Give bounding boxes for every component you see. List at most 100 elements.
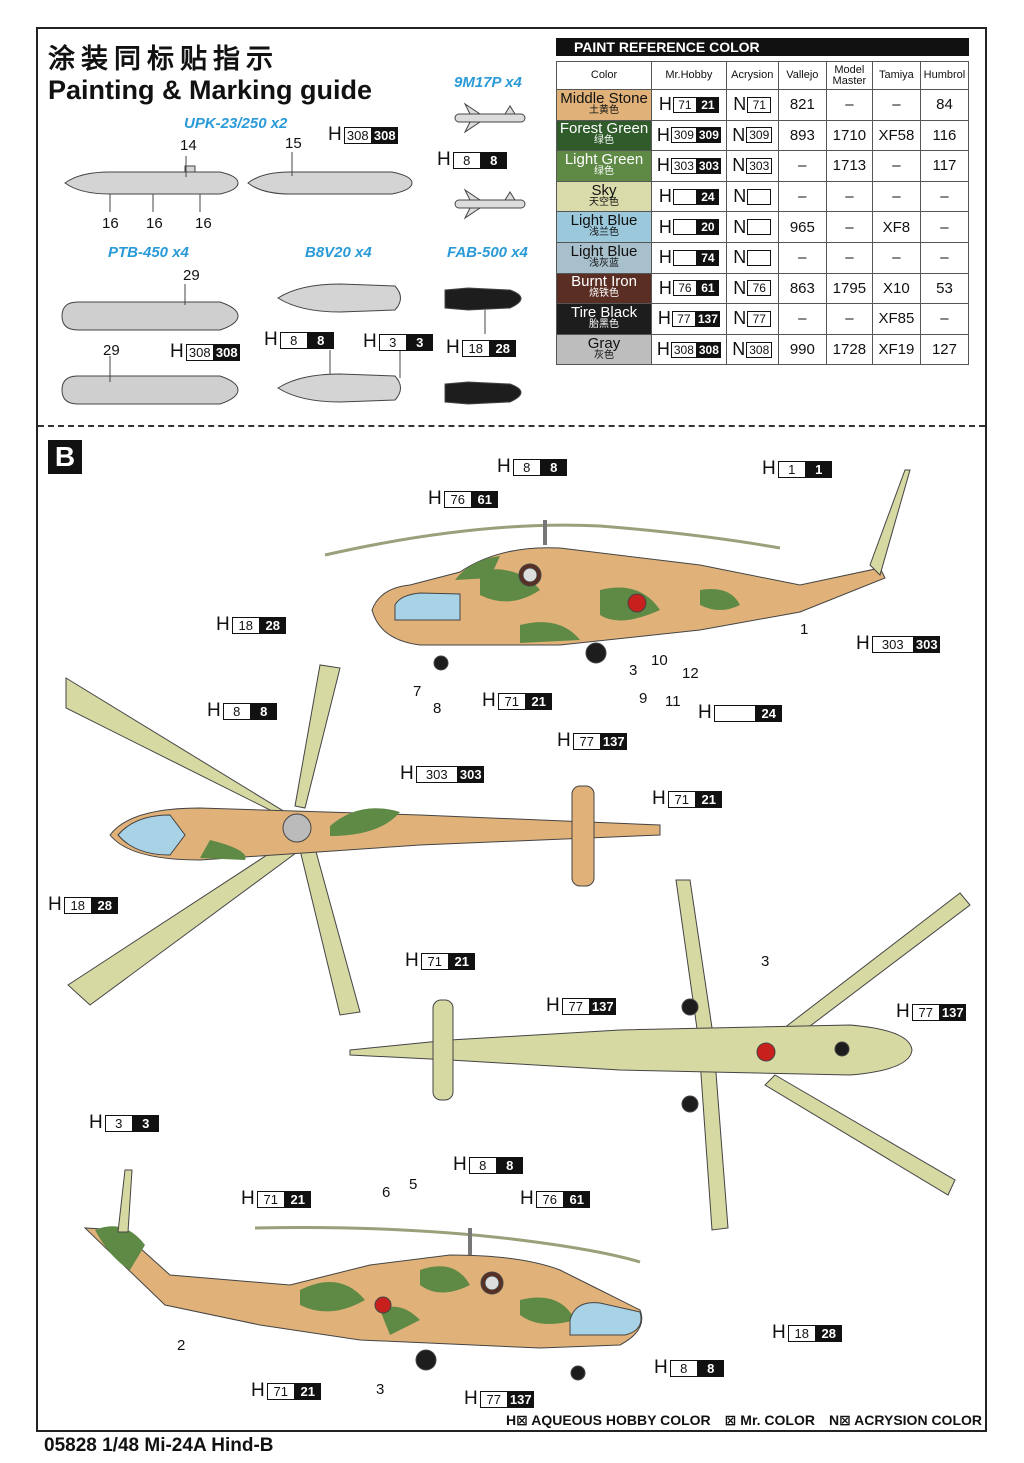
label-upk: UPK-23/250 x2	[184, 115, 288, 132]
part-number: 10	[651, 652, 668, 669]
paint-table-title: PAINT REFERENCE COLOR	[556, 38, 969, 56]
weapon-num: 29	[103, 342, 120, 359]
part-number: 3	[629, 662, 638, 679]
humbrol-cell: 84	[919, 89, 970, 121]
col-header: Model Master	[825, 61, 873, 90]
weapon-num: 16	[146, 215, 163, 232]
part-number: 2	[177, 1337, 186, 1354]
weapon-num: 29	[183, 267, 200, 284]
humbrol-cell: 117	[919, 150, 970, 182]
ptb-tank-2	[61, 356, 239, 405]
tamiya-cell: XF8	[871, 211, 921, 243]
col-header: Color	[555, 61, 653, 90]
acrysion-cell: N	[725, 180, 779, 213]
label-9m17p: 9M17P x4	[454, 74, 522, 91]
vallejo-cell: –	[777, 180, 827, 213]
part-number: 8	[433, 700, 442, 717]
title-chinese: 涂装同标贴指示	[48, 44, 279, 75]
humbrol-cell: 127	[919, 333, 970, 366]
vallejo-cell: 863	[777, 272, 827, 305]
tamiya-cell: XF58	[871, 119, 921, 152]
modelmaster-cell: –	[825, 211, 873, 243]
vallejo-cell: 821	[777, 89, 827, 121]
legend-mr: ⊠ Mr. COLOR	[724, 1412, 815, 1428]
part-number: 3	[761, 953, 770, 970]
part-number: 12	[682, 665, 699, 682]
modelmaster-cell: 1795	[825, 272, 873, 305]
fab-bomb-1	[444, 287, 522, 334]
part-number: 7	[413, 683, 422, 700]
tamiya-cell: X10	[871, 272, 921, 305]
part-number: 9	[639, 690, 648, 707]
helicopter-side-view-2	[83, 1169, 643, 1381]
legend-aqueous: H⊠ AQUEOUS HOBBY COLOR	[506, 1412, 711, 1428]
missile-1	[454, 102, 526, 134]
weapon-num: 14	[180, 137, 197, 154]
col-header: Humbrol	[919, 61, 970, 90]
tamiya-cell: –	[871, 241, 921, 274]
color-legend: H⊠ AQUEOUS HOBBY COLOR ⊠ Mr. COLOR N⊠ AC…	[506, 1412, 982, 1429]
modelmaster-cell: 1713	[825, 150, 873, 182]
modelmaster-cell: 1710	[825, 119, 873, 152]
vallejo-cell: 965	[777, 211, 827, 243]
page-frame	[36, 27, 987, 1432]
humbrol-cell: 116	[919, 119, 970, 152]
vallejo-cell: –	[777, 150, 827, 182]
weapon-num: 16	[195, 215, 212, 232]
tamiya-cell: –	[871, 150, 921, 182]
upk-pod-1	[64, 156, 239, 212]
part-number: 1	[800, 621, 809, 638]
upk-pod-2	[247, 152, 413, 195]
vallejo-cell: 990	[777, 333, 827, 366]
legend-acrysion: N⊠ ACRYSION COLOR	[828, 1412, 982, 1428]
helicopter-top-view	[65, 664, 661, 1016]
part-number: 3	[376, 1381, 385, 1398]
b8v20-pod-2	[277, 350, 401, 403]
vallejo-cell: –	[777, 241, 827, 274]
acrysion-cell: N	[725, 211, 779, 243]
